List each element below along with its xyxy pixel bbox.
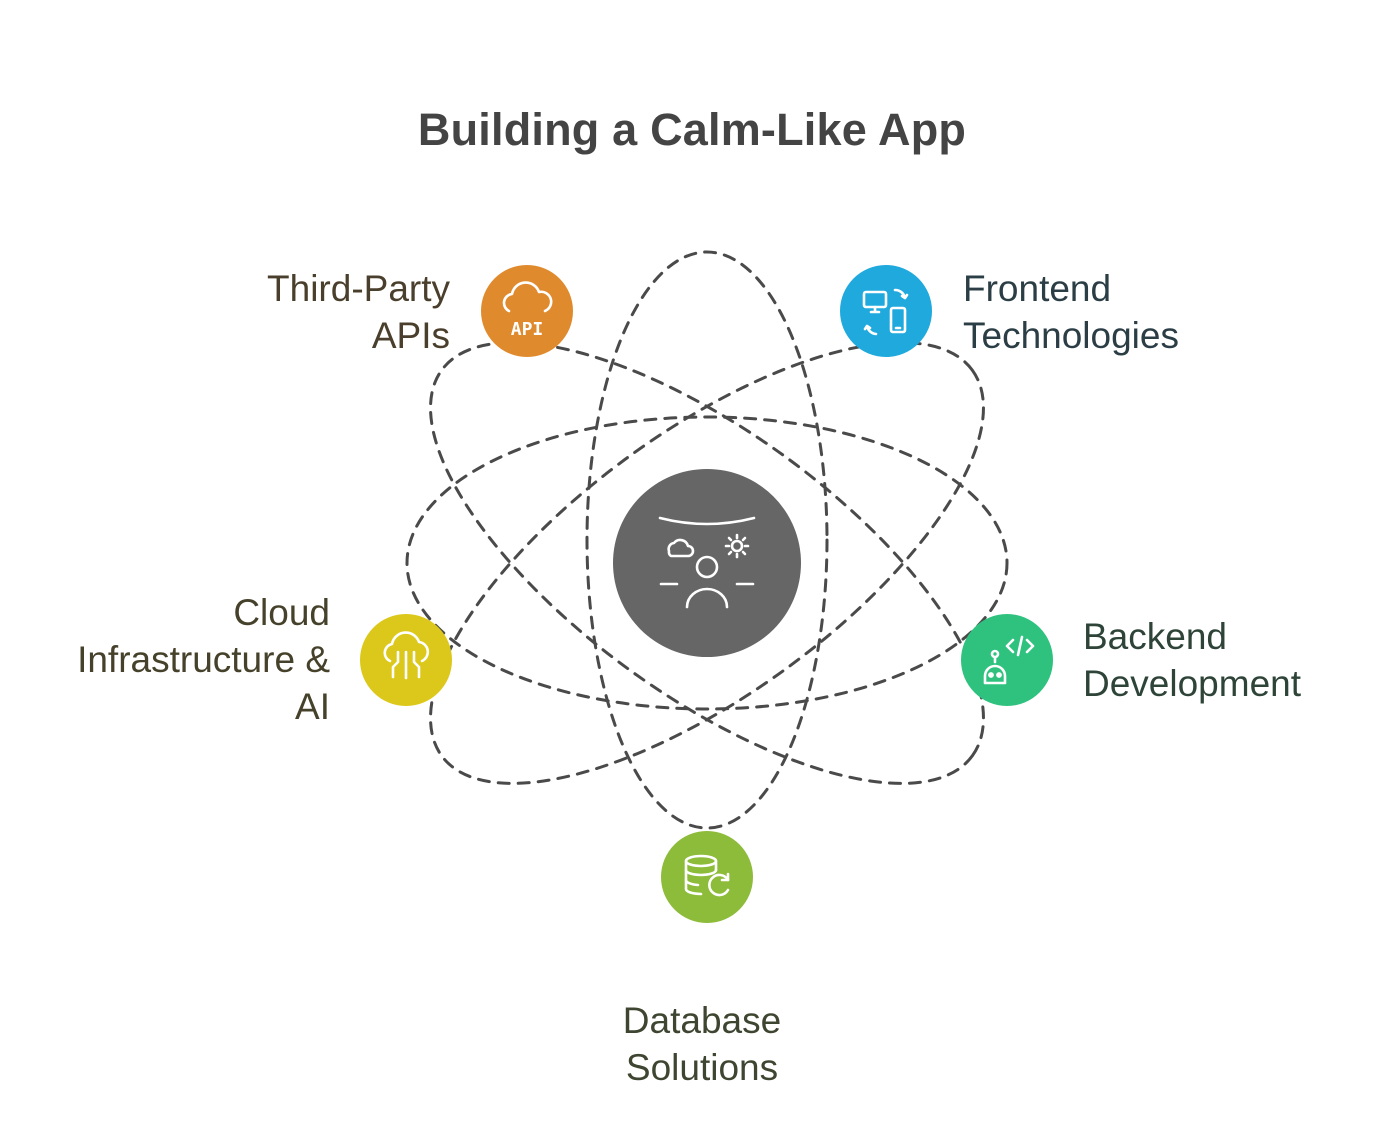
label-line: Infrastructure & [77, 639, 330, 680]
api-cloud-icon: API [502, 281, 553, 340]
center-circle [613, 469, 801, 657]
third-party-apis-circle [481, 265, 573, 357]
frontend-technologies-circle [840, 265, 932, 357]
label-line: Development [1083, 663, 1302, 704]
label-line: APIs [371, 315, 450, 356]
database-sync-icon [684, 854, 730, 897]
label-line: Technologies [963, 315, 1179, 356]
label-line: Solutions [625, 1047, 779, 1088]
node-cloud-infrastructure-ai [360, 614, 452, 706]
label-cloud-infrastructure-ai: Cloud Infrastructure & AI [77, 589, 330, 730]
label-line: Third-Party [267, 268, 450, 309]
label-backend-development: Backend Development [1083, 613, 1301, 707]
cloud-circuit-icon [383, 631, 430, 680]
svg-text:API: API [511, 319, 544, 340]
label-line: Database [622, 1000, 782, 1041]
calm-person-weather-icon [658, 516, 756, 609]
node-database-solutions [661, 831, 753, 923]
database-solutions-circle [661, 831, 753, 923]
node-backend-development [961, 614, 1053, 706]
backend-development-circle [961, 614, 1053, 706]
devices-sync-icon [862, 288, 909, 336]
page-title: Building a Calm-Like App [417, 104, 967, 155]
orbit-horizontal [405, 415, 1009, 711]
label-line: Cloud [233, 592, 330, 633]
label-line: Frontend [963, 268, 1112, 309]
center-node [613, 469, 801, 657]
orbit-diagonal-right [429, 341, 985, 785]
label-third-party-apis: Third-Party APIs [267, 265, 450, 359]
code-robot-icon [983, 635, 1035, 685]
label-line: Backend [1083, 616, 1227, 657]
orbit-vertical [585, 250, 829, 830]
label-line: AI [295, 686, 330, 727]
node-third-party-apis: API [481, 265, 573, 357]
node-frontend-technologies [840, 265, 932, 357]
label-frontend-technologies: Frontend Technologies [963, 265, 1179, 359]
label-database-solutions: Database Solutions [557, 997, 847, 1091]
orbit-diagonal-left [429, 341, 985, 785]
orbit-group [405, 250, 1009, 830]
